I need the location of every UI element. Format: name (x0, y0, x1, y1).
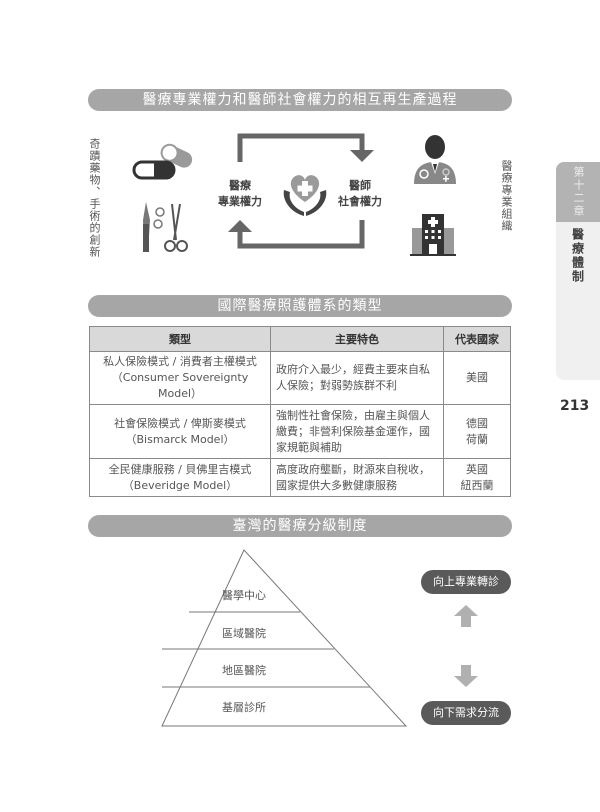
country: 英國 (466, 462, 488, 476)
countries-cell: 英國 紐西蘭 (443, 458, 511, 497)
label-line: 社會權力 (338, 195, 382, 208)
features-cell: 強制性社會保險，由雇主與個人繳費；非營利保險基金運作，國家規範與補助 (270, 404, 444, 459)
header-type: 類型 (89, 326, 271, 352)
surgical-tools-icon (143, 202, 188, 252)
country: 紐西蘭 (460, 478, 494, 492)
pyramid-level-primary-clinic: 基層診所 (222, 701, 266, 714)
table-row: 社會保險模式 / 俾斯麥模式 （Bismarck Model） 強制性社會保險，… (89, 404, 511, 459)
section-title-care-systems: 國際醫療照護體系的類型 (88, 295, 512, 317)
countries-cell: 美國 (443, 351, 511, 405)
table-header-row: 類型 主要特色 代表國家 (89, 326, 511, 352)
type-english: （Consumer Sovereignty Model） (111, 371, 249, 400)
pyramid-level-district-hospital: 地區醫院 (222, 664, 266, 677)
header-countries: 代表國家 (443, 326, 511, 352)
arrow-down-icon (454, 665, 478, 687)
type-name: 私人保險模式 / 消費者主權模式 (103, 355, 257, 368)
table-row: 私人保險模式 / 消費者主權模式 （Consumer Sovereignty M… (89, 351, 511, 405)
downward-triage-badge: 向下需求分流 (421, 701, 511, 725)
section-title-taiwan-referral: 臺灣的醫療分級制度 (88, 515, 512, 537)
country: 美國 (466, 371, 488, 384)
doctor-social-power-label: 醫師 社會權力 (330, 178, 390, 210)
features-cell: 高度政府壟斷，財源來自稅收，國家提供大多數健康服務 (270, 458, 444, 497)
upward-referral-badge: 向上專業轉診 (421, 570, 511, 594)
left-vertical-caption: 奇蹟藥物、手術的創新 (88, 138, 101, 258)
hospital-icon (410, 214, 456, 256)
section-title-reproduction: 醫療專業權力和醫師社會權力的相互再生產過程 (88, 89, 512, 111)
country: 荷蘭 (466, 432, 488, 446)
medical-professional-power-label: 醫療 專業權力 (210, 178, 270, 210)
doctor-icon (414, 135, 456, 184)
table-row: 全民健康服務 / 貝佛里吉模式 （Beveridge Model） 高度政府壟斷… (89, 458, 511, 497)
arrow-up-icon (454, 605, 478, 627)
chapter-number: 第十二章 (556, 162, 600, 222)
type-cell: 社會保險模式 / 俾斯麥模式 （Bismarck Model） (89, 404, 271, 459)
chapter-side-tab: 第十二章 醫療體制 (556, 162, 600, 380)
type-cell: 私人保險模式 / 消費者主權模式 （Consumer Sovereignty M… (89, 351, 271, 405)
pill-capsules-icon (132, 143, 193, 180)
care-systems-table: 類型 主要特色 代表國家 私人保險模式 / 消費者主權模式 （Consumer … (89, 326, 511, 497)
countries-cell: 德國 荷蘭 (443, 404, 511, 459)
label-line: 專業權力 (218, 195, 262, 208)
referral-pyramid-diagram (161, 549, 408, 727)
chapter-topic: 醫療體制 (570, 228, 585, 284)
header-features: 主要特色 (270, 326, 444, 352)
heart-hands-icon (283, 175, 327, 216)
country: 德國 (466, 416, 488, 430)
pyramid-level-medical-center: 醫學中心 (222, 589, 266, 602)
label-line: 醫師 (349, 179, 371, 192)
features-cell: 政府介入最少，經費主要來自私人保險；對弱勢族群不利 (270, 351, 444, 405)
type-name: 社會保險模式 / 俾斯麥模式 (114, 416, 246, 430)
type-cell: 全民健康服務 / 貝佛里吉模式 （Beveridge Model） (89, 458, 271, 497)
cycle-arrows-icon (228, 133, 374, 249)
page-number: 213 (560, 398, 590, 414)
type-english: （Beveridge Model） (122, 478, 238, 492)
label-line: 醫療 (229, 179, 251, 192)
type-english: （Bismarck Model） (125, 432, 235, 446)
right-vertical-caption: 醫療專業組織 (500, 160, 513, 232)
pyramid-level-regional-hospital: 區域醫院 (222, 627, 266, 640)
type-name: 全民健康服務 / 貝佛里吉模式 (108, 462, 252, 476)
